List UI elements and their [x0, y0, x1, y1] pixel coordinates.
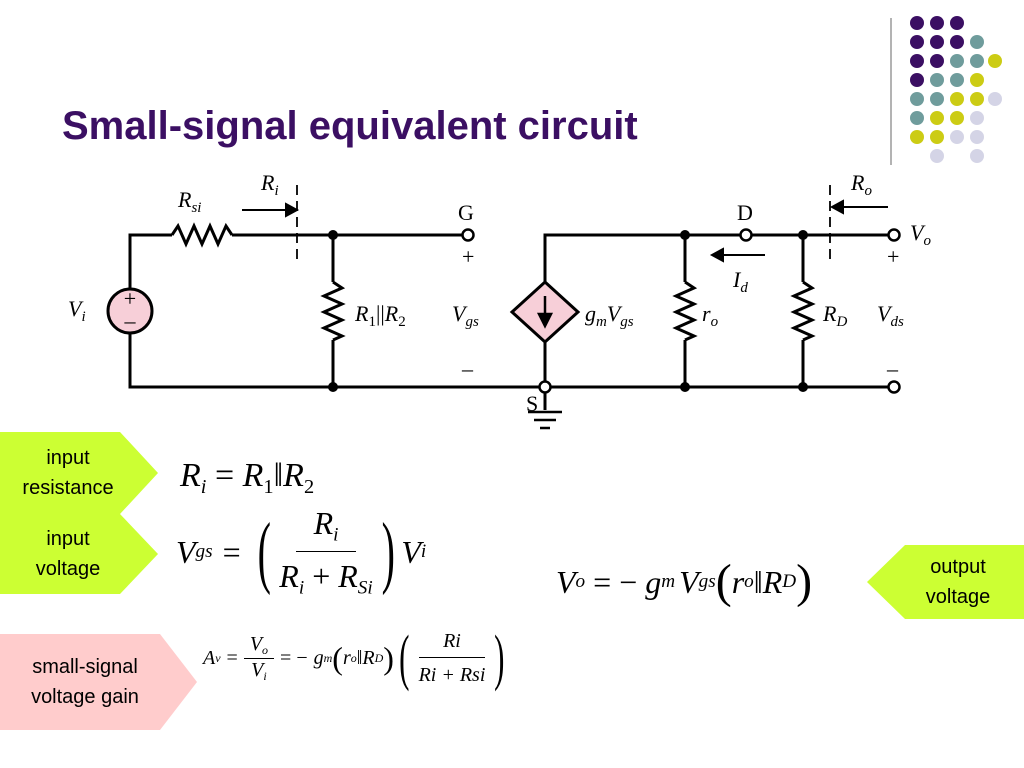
- svg-text:Vds: Vds: [877, 301, 904, 330]
- decor-dot: [930, 54, 944, 68]
- decor-dot: [970, 130, 984, 144]
- svg-text:Id: Id: [732, 267, 748, 296]
- current-arrow-icon: [536, 296, 554, 329]
- wire-left-top: [128, 233, 172, 290]
- decor-dot: [970, 35, 984, 49]
- svg-text:R1||R2: R1||R2: [354, 301, 406, 330]
- ro-arrow-icon: [829, 199, 888, 215]
- voltage-source: [106, 287, 154, 335]
- svg-text:Vgs: Vgs: [452, 301, 479, 330]
- resistor-rd: [790, 280, 816, 342]
- svg-text:+: +: [887, 244, 899, 269]
- decor-dot: [950, 35, 964, 49]
- resistor-ro: [672, 280, 698, 342]
- tag-shape-input-voltage: [0, 514, 158, 594]
- decor-dot: [970, 54, 984, 68]
- terminal-vo-minus: [887, 380, 901, 394]
- decor-dot: [930, 111, 944, 125]
- svg-text:+: +: [462, 244, 474, 269]
- decor-dot: [910, 16, 924, 30]
- decor-dot: [930, 16, 944, 30]
- decor-dot: [970, 92, 984, 106]
- svg-text:RD: RD: [822, 301, 847, 330]
- decor-dot: [910, 111, 924, 125]
- svg-text:Ro: Ro: [850, 170, 872, 199]
- decor-dot: [970, 149, 984, 163]
- slide-title: Small-signal equivalent circuit: [62, 104, 638, 148]
- wire-left-bottom: [128, 332, 545, 389]
- terminal-g: [461, 228, 475, 242]
- decor-dot: [910, 35, 924, 49]
- ground-icon: [528, 410, 562, 430]
- svg-text:Ri: Ri: [260, 170, 279, 199]
- decor-dot: [930, 92, 944, 106]
- svg-text:S: S: [526, 391, 538, 416]
- svg-text:–: –: [124, 308, 137, 333]
- decor-dot: [950, 73, 964, 87]
- decor-dot: [970, 111, 984, 125]
- svg-text:Vi: Vi: [68, 296, 86, 325]
- svg-text:Vo: Vo: [910, 220, 931, 249]
- tag-shape-output-voltage: [867, 545, 1024, 619]
- terminal-s: [538, 380, 552, 394]
- decor-dot: [930, 130, 944, 144]
- equation-ri: Ri = R1‖R2: [180, 457, 315, 499]
- decor-dot: [950, 54, 964, 68]
- decor-dot: [988, 92, 1002, 106]
- svg-text:ro: ro: [702, 301, 719, 330]
- ri-arrow-icon: [242, 202, 300, 218]
- svg-text:D: D: [737, 200, 753, 225]
- svg-text:–: –: [461, 356, 474, 381]
- circuit-diagram: + – Rsi Ri G + – Vgs Vi R1||R2 gmVgs D I…: [68, 170, 931, 430]
- decor-dot: [910, 92, 924, 106]
- terminal-vo: [887, 228, 901, 242]
- decor-dot: [950, 130, 964, 144]
- tag-shape-input-resistance: [0, 432, 158, 514]
- decor-dot: [970, 73, 984, 87]
- svg-text:gmVgs: gmVgs: [585, 301, 634, 330]
- decor-dot: [950, 111, 964, 125]
- decor-dot: [910, 130, 924, 144]
- decor-dot: [988, 54, 1002, 68]
- wire-source-top: [543, 233, 742, 282]
- resistor-rsi: [170, 222, 234, 248]
- svg-text:–: –: [886, 356, 899, 381]
- decor-dot: [950, 92, 964, 106]
- svg-text:+: +: [124, 286, 136, 311]
- decor-dot: [950, 16, 964, 30]
- terminal-d: [739, 228, 753, 242]
- id-arrow-icon: [709, 247, 765, 263]
- decor-dot: [930, 35, 944, 49]
- decor-dot: [930, 73, 944, 87]
- decor-dot: [910, 54, 924, 68]
- svg-text:Rsi: Rsi: [177, 187, 201, 216]
- decor-dot: [910, 73, 924, 87]
- tag-shape-gain: [0, 634, 197, 730]
- svg-text:G: G: [458, 200, 474, 225]
- resistor-r1r2: [320, 280, 346, 342]
- decor-dot: [930, 149, 944, 163]
